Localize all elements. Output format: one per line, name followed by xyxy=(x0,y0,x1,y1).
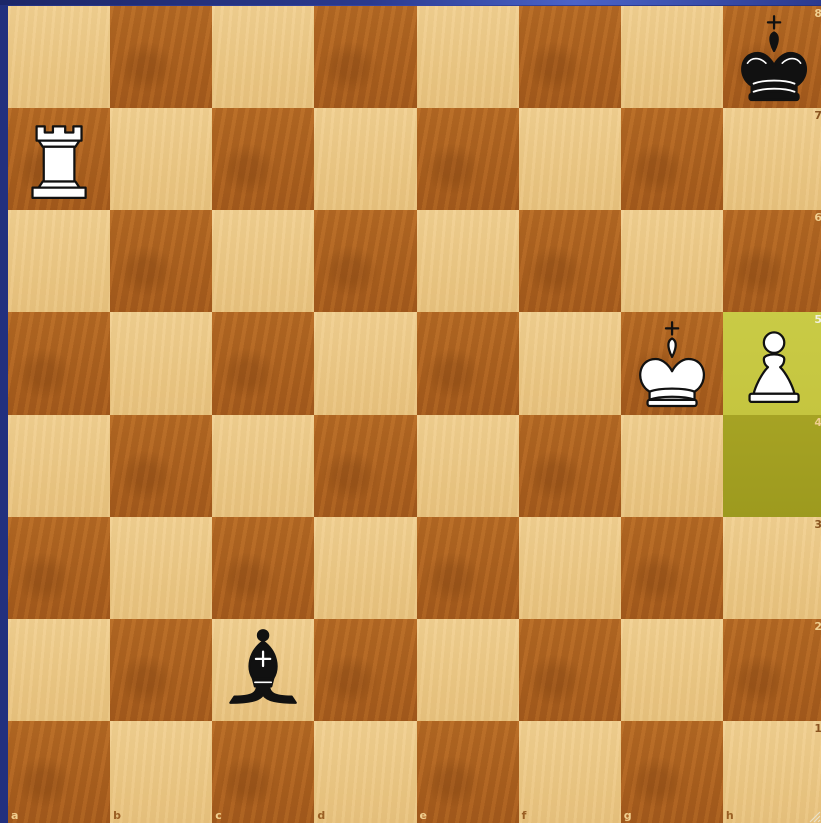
rank-label: 1 xyxy=(814,722,821,735)
square-a3[interactable] xyxy=(8,517,110,619)
square-b8[interactable] xyxy=(110,6,212,108)
square-f3[interactable] xyxy=(519,517,621,619)
rank-label: 4 xyxy=(814,416,821,429)
square-d2[interactable] xyxy=(314,619,416,721)
file-label: f xyxy=(522,809,527,822)
square-e3[interactable] xyxy=(417,517,519,619)
square-a7[interactable] xyxy=(8,108,110,210)
white-rook-icon[interactable] xyxy=(8,108,110,210)
square-f5[interactable] xyxy=(519,312,621,414)
square-c1[interactable]: c xyxy=(212,721,314,823)
square-c5[interactable] xyxy=(212,312,314,414)
square-e2[interactable] xyxy=(417,619,519,721)
square-h4[interactable]: 4 xyxy=(723,415,821,517)
resize-handle-icon[interactable] xyxy=(807,809,821,823)
square-e8[interactable] xyxy=(417,6,519,108)
file-label: b xyxy=(113,809,121,822)
file-label: c xyxy=(215,809,222,822)
square-b1[interactable]: b xyxy=(110,721,212,823)
square-g8[interactable] xyxy=(621,6,723,108)
chess-board[interactable]: 8 7 6 5 4 3 xyxy=(8,6,821,823)
square-c2[interactable] xyxy=(212,619,314,721)
file-label: d xyxy=(317,809,325,822)
square-c3[interactable] xyxy=(212,517,314,619)
square-f2[interactable] xyxy=(519,619,621,721)
square-g6[interactable] xyxy=(621,210,723,312)
square-a4[interactable] xyxy=(8,415,110,517)
square-c7[interactable] xyxy=(212,108,314,210)
square-h3[interactable]: 3 xyxy=(723,517,821,619)
square-h8[interactable]: 8 xyxy=(723,6,821,108)
black-bishop-icon[interactable] xyxy=(212,619,314,721)
black-king-icon[interactable] xyxy=(723,6,821,108)
rank-label: 3 xyxy=(814,518,821,531)
square-a2[interactable] xyxy=(8,619,110,721)
square-b6[interactable] xyxy=(110,210,212,312)
file-label: a xyxy=(11,809,18,822)
square-b3[interactable] xyxy=(110,517,212,619)
square-h6[interactable]: 6 xyxy=(723,210,821,312)
file-label: e xyxy=(420,809,427,822)
square-e6[interactable] xyxy=(417,210,519,312)
square-d4[interactable] xyxy=(314,415,416,517)
square-c4[interactable] xyxy=(212,415,314,517)
square-g4[interactable] xyxy=(621,415,723,517)
white-king-icon[interactable] xyxy=(621,312,723,414)
file-label: h xyxy=(726,809,734,822)
square-d5[interactable] xyxy=(314,312,416,414)
square-f8[interactable] xyxy=(519,6,621,108)
square-a5[interactable] xyxy=(8,312,110,414)
square-g5[interactable] xyxy=(621,312,723,414)
top-bar xyxy=(0,0,821,5)
square-b5[interactable] xyxy=(110,312,212,414)
square-c8[interactable] xyxy=(212,6,314,108)
square-f4[interactable] xyxy=(519,415,621,517)
square-b7[interactable] xyxy=(110,108,212,210)
square-h7[interactable]: 7 xyxy=(723,108,821,210)
square-f7[interactable] xyxy=(519,108,621,210)
square-e1[interactable]: e xyxy=(417,721,519,823)
square-g2[interactable] xyxy=(621,619,723,721)
file-label: g xyxy=(624,809,632,822)
square-g7[interactable] xyxy=(621,108,723,210)
rank-label: 2 xyxy=(814,620,821,633)
square-g3[interactable] xyxy=(621,517,723,619)
square-b4[interactable] xyxy=(110,415,212,517)
square-g1[interactable]: g xyxy=(621,721,723,823)
square-b2[interactable] xyxy=(110,619,212,721)
square-c6[interactable] xyxy=(212,210,314,312)
square-d3[interactable] xyxy=(314,517,416,619)
square-d7[interactable] xyxy=(314,108,416,210)
square-a8[interactable] xyxy=(8,6,110,108)
rank-label: 6 xyxy=(814,211,821,224)
square-a6[interactable] xyxy=(8,210,110,312)
square-h2[interactable]: 2 xyxy=(723,619,821,721)
square-e7[interactable] xyxy=(417,108,519,210)
rank-label: 7 xyxy=(814,109,821,122)
square-e5[interactable] xyxy=(417,312,519,414)
square-d1[interactable]: d xyxy=(314,721,416,823)
square-f1[interactable]: f xyxy=(519,721,621,823)
square-h5[interactable]: 5 xyxy=(723,312,821,414)
square-d6[interactable] xyxy=(314,210,416,312)
square-a1[interactable]: a xyxy=(8,721,110,823)
white-pawn-icon[interactable] xyxy=(723,312,821,414)
square-d8[interactable] xyxy=(314,6,416,108)
square-e4[interactable] xyxy=(417,415,519,517)
square-f6[interactable] xyxy=(519,210,621,312)
